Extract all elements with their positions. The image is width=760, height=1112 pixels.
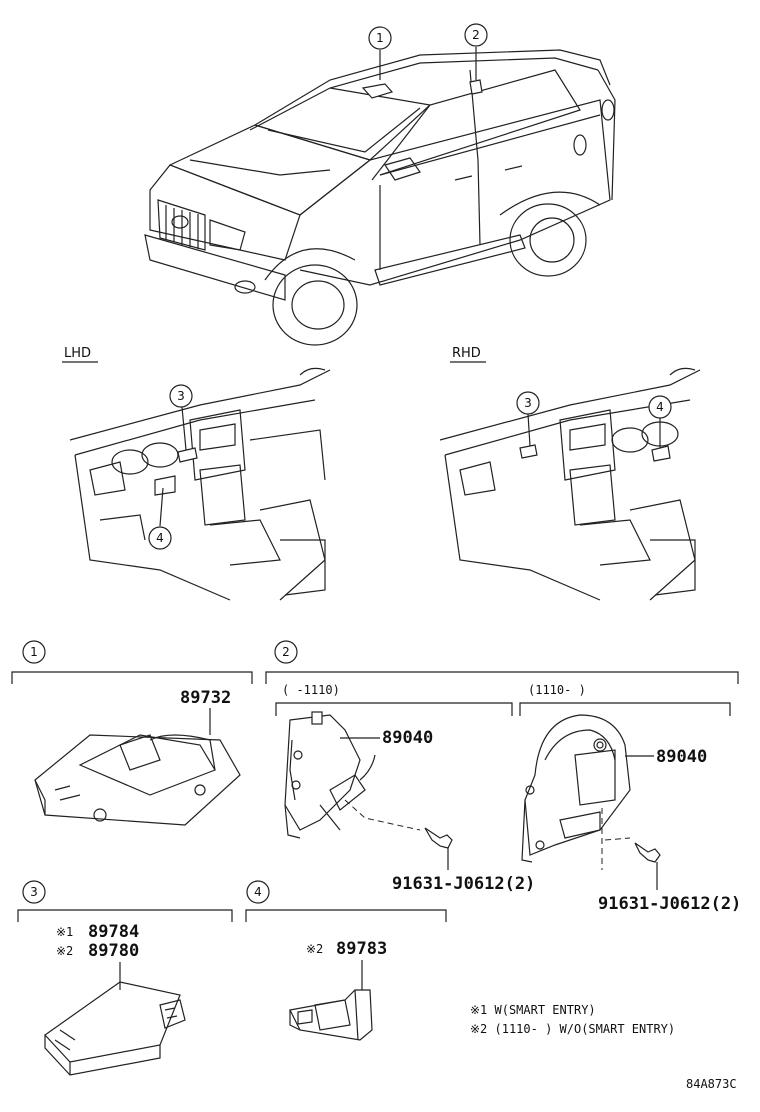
vehicle-illustration [144,49,616,346]
part-89780[interactable]: 89780 [88,941,139,961]
range-right: (1110- ) [528,683,586,697]
section-4-number: 4 [246,880,270,904]
roof-receiver-illustration [34,734,241,826]
mark-2: ※2 [56,944,73,958]
rhd-label: RHD [452,346,481,361]
section-1-number: 1 [22,640,46,664]
mark-1: ※1 [56,925,73,939]
bolt-91631-right[interactable]: 91631-J0612(2) [598,894,741,914]
lhd-label: LHD [64,346,91,361]
lhd-dashboard-illustration [69,367,331,601]
svg-text:3: 3 [30,885,38,899]
svg-text:2: 2 [282,645,290,659]
part-89040-right[interactable]: 89040 [656,747,707,767]
range-left: ( -1110) [282,683,340,697]
section-3-number: 3 [22,880,46,904]
part-89732[interactable]: 89732 [180,688,231,708]
section-2-number: 2 [274,640,298,664]
note-2: ※2 (1110- ) W/O(SMART ENTRY) [470,1022,675,1036]
switch-illustration [289,989,373,1041]
callout-3-rhd: 3 [516,391,540,447]
part-89040-left[interactable]: 89040 [382,728,433,748]
svg-text:2: 2 [472,28,480,42]
svg-text:1: 1 [376,31,384,45]
note-1: ※1 W(SMART ENTRY) [470,1003,596,1017]
diagram-code: 84A873C [686,1077,737,1091]
svg-text:4: 4 [656,400,664,414]
callout-1-top: 1 [368,26,392,80]
bolt-91631-left[interactable]: 91631-J0612(2) [392,874,535,894]
callout-4-lhd: 4 [148,487,172,550]
mark-2-s4: ※2 [306,942,323,956]
part-89784[interactable]: 89784 [88,922,139,942]
svg-text:3: 3 [524,396,532,410]
callout-2-top: 2 [464,23,488,80]
antenna-left-illustration [284,711,376,839]
callout-3-lhd: 3 [169,384,193,451]
svg-text:1: 1 [30,645,38,659]
svg-text:4: 4 [156,531,164,545]
callout-4-rhd: 4 [648,395,672,448]
part-89783[interactable]: 89783 [336,939,387,959]
svg-text:3: 3 [177,389,185,403]
svg-text:4: 4 [254,885,262,899]
control-unit-illustration [44,981,186,1076]
antenna-right-illustration [521,714,631,863]
